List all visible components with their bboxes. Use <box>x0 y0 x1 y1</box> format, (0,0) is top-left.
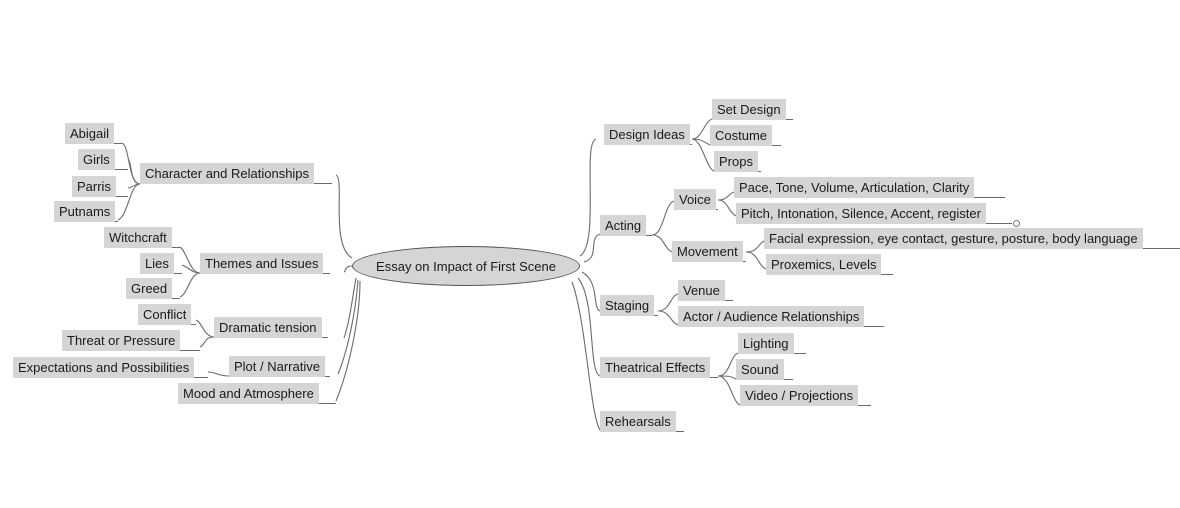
edge-root-staging <box>581 271 601 312</box>
edge-voice-child2 <box>717 199 737 217</box>
node-expectations-and-possibilities[interactable]: Expectations and Possibilities <box>13 357 195 378</box>
edge-effects-lighting <box>717 352 739 377</box>
node-theatrical-effects[interactable]: Theatrical Effects <box>600 357 711 378</box>
node-themes-and-issues[interactable]: Themes and Issues <box>200 253 324 274</box>
node-witchcraft[interactable]: Witchcraft <box>104 227 172 248</box>
node-video-projections[interactable]: Video / Projections <box>740 385 859 406</box>
node-conflict[interactable]: Conflict <box>138 304 192 325</box>
node-character-and-relationships[interactable]: Character and Relationships <box>140 163 315 184</box>
node-movement[interactable]: Movement <box>672 241 743 262</box>
edge-movement-child2 <box>745 251 767 270</box>
edge-acting-voice <box>651 200 675 236</box>
edge-root-effects <box>577 277 601 377</box>
edge-effects-video <box>717 375 741 406</box>
node-movement-child-2[interactable]: Proxemics, Levels <box>766 254 882 275</box>
node-venue[interactable]: Venue <box>678 280 725 301</box>
edge-themes-greed <box>179 272 201 298</box>
node-voice-child-1[interactable]: Pace, Tone, Volume, Articulation, Clarit… <box>734 177 975 198</box>
node-parris[interactable]: Parris <box>72 176 116 197</box>
node-voice[interactable]: Voice <box>674 189 716 210</box>
node-set-design[interactable]: Set Design <box>712 99 786 120</box>
node-rehearsals[interactable]: Rehearsals <box>600 411 676 432</box>
node-dramatic-tension[interactable]: Dramatic tension <box>214 317 322 338</box>
node-plot-narrative[interactable]: Plot / Narrative <box>229 356 325 377</box>
edge-acting-movement <box>651 234 673 253</box>
node-threat-or-pressure[interactable]: Threat or Pressure <box>62 330 181 351</box>
node-lies[interactable]: Lies <box>140 253 174 274</box>
node-greed[interactable]: Greed <box>126 278 173 299</box>
edge-character-abigail <box>121 142 141 185</box>
fold-indicator-icon[interactable] <box>1013 220 1020 227</box>
edge-root-dramatic <box>343 277 357 339</box>
node-abigail[interactable]: Abigail <box>65 123 115 144</box>
node-mood-and-atmosphere[interactable]: Mood and Atmosphere <box>178 383 319 404</box>
node-voice-child-2[interactable]: Pitch, Intonation, Silence, Accent, regi… <box>736 203 986 224</box>
edge-dramatic-threat <box>199 336 215 348</box>
root-node[interactable]: Essay on Impact of First Scene <box>352 246 580 286</box>
node-movement-child-1[interactable]: Facial expression, eye contact, gesture,… <box>764 228 1143 249</box>
edge-root-themes <box>343 265 353 273</box>
node-actor-audience-relationships[interactable]: Actor / Audience Relationships <box>678 306 865 327</box>
node-staging[interactable]: Staging <box>600 295 655 316</box>
edge-root-plot <box>337 279 359 375</box>
node-putnams[interactable]: Putnams <box>54 201 116 222</box>
node-costume[interactable]: Costume <box>710 125 773 146</box>
edge-root-mood <box>335 280 361 402</box>
edge-root-design <box>579 138 597 257</box>
node-sound[interactable]: Sound <box>736 359 784 380</box>
node-props[interactable]: Props <box>714 151 758 172</box>
edge-design-props <box>691 138 715 172</box>
edge-staging-venue <box>657 293 679 312</box>
node-lighting[interactable]: Lighting <box>738 333 794 354</box>
node-acting[interactable]: Acting <box>600 215 647 236</box>
edge-plot-expectations <box>207 371 230 377</box>
edge-staging-actor <box>657 310 679 326</box>
edge-character-putnams <box>117 183 141 221</box>
node-design-ideas[interactable]: Design Ideas <box>604 124 690 145</box>
edge-movement-child1 <box>745 240 765 253</box>
edge-dramatic-conflict <box>195 319 215 338</box>
edge-root-acting <box>583 233 601 263</box>
edge-voice-child1 <box>717 191 735 201</box>
node-girls[interactable]: Girls <box>78 149 115 170</box>
edge-character-girls <box>127 158 141 185</box>
edge-design-setdesign <box>691 118 713 140</box>
edge-root-rehearsals <box>571 281 601 431</box>
edge-root-character <box>335 174 353 259</box>
